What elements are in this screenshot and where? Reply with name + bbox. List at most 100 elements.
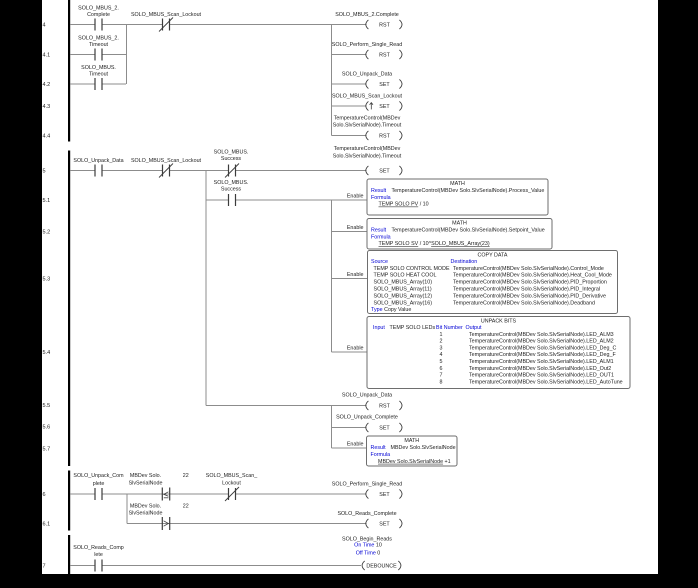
svg-text:5: 5 bbox=[43, 169, 46, 175]
svg-text:SOLO_Unpack_Data: SOLO_Unpack_Data bbox=[342, 393, 392, 399]
svg-text:3: 3 bbox=[440, 345, 443, 351]
svg-text:SOLO_MBUS_Scan_: SOLO_MBUS_Scan_ bbox=[206, 473, 258, 479]
svg-text:lete: lete bbox=[94, 552, 103, 558]
svg-text:TemperatureControl(MBDev Solo.: TemperatureControl(MBDev Solo.SlvSerialN… bbox=[469, 339, 614, 345]
svg-text:Destination: Destination bbox=[451, 259, 478, 265]
svg-text:Result: Result bbox=[371, 228, 387, 234]
svg-text:TEMP SOLO PV / 10: TEMP SOLO PV / 10 bbox=[379, 202, 429, 208]
svg-text:SOLO_Perform_Single_Read: SOLO_Perform_Single_Read bbox=[332, 42, 402, 48]
svg-text:22: 22 bbox=[183, 504, 189, 510]
svg-text:RST: RST bbox=[379, 133, 390, 139]
svg-text:4: 4 bbox=[43, 23, 46, 29]
svg-text:Enable: Enable bbox=[347, 194, 364, 200]
svg-text:1: 1 bbox=[440, 332, 443, 338]
svg-text:TemperatureControl(MBDev Solo.: TemperatureControl(MBDev Solo.SlvSerialN… bbox=[392, 188, 545, 194]
svg-text:TemperatureControl(MBDev: TemperatureControl(MBDev bbox=[334, 116, 401, 122]
svg-text:4: 4 bbox=[440, 352, 443, 358]
svg-text:SOLO_Perform_Single_Read: SOLO_Perform_Single_Read bbox=[332, 482, 402, 488]
svg-text:5.7: 5.7 bbox=[43, 447, 51, 453]
svg-text:TemperatureControl(MBDev: TemperatureControl(MBDev bbox=[334, 146, 401, 152]
svg-text:TemperatureControl(MBDev Solo.: TemperatureControl(MBDev Solo.SlvSerialN… bbox=[453, 280, 607, 286]
svg-text:SOLO_MBUS_2.: SOLO_MBUS_2. bbox=[78, 36, 119, 42]
svg-text:6: 6 bbox=[43, 492, 46, 498]
svg-text:TemperatureControl(MBDev Solo.: TemperatureControl(MBDev Solo.SlvSerialN… bbox=[453, 273, 612, 279]
svg-text:SET: SET bbox=[379, 425, 390, 431]
svg-text:MBDev Solo.: MBDev Solo. bbox=[130, 504, 161, 510]
svg-text:MATH: MATH bbox=[404, 438, 419, 444]
svg-text:6.1: 6.1 bbox=[43, 522, 51, 528]
svg-text:SOLO_MBUS_Array(16): SOLO_MBUS_Array(16) bbox=[374, 300, 433, 306]
svg-text:22: 22 bbox=[183, 473, 189, 479]
svg-text:RST: RST bbox=[379, 52, 390, 58]
svg-text:TemperatureControl(MBDev Solo.: TemperatureControl(MBDev Solo.SlvSerialN… bbox=[453, 287, 600, 293]
svg-text:TemperatureControl(MBDev Solo.: TemperatureControl(MBDev Solo.SlvSerialN… bbox=[469, 373, 614, 379]
svg-text:TEMP SOLO CONTROL MODE: TEMP SOLO CONTROL MODE bbox=[374, 266, 450, 272]
svg-text:SOLO_MBUS.: SOLO_MBUS. bbox=[81, 65, 116, 71]
svg-text:MBDev Solo.SlvSerialNode: MBDev Solo.SlvSerialNode bbox=[391, 445, 456, 451]
svg-text:5.5: 5.5 bbox=[43, 403, 51, 409]
svg-text:2: 2 bbox=[440, 339, 443, 345]
svg-text:4.1: 4.1 bbox=[43, 53, 51, 59]
svg-text:TemperatureControl(MBDev Solo.: TemperatureControl(MBDev Solo.SlvSerialN… bbox=[469, 332, 614, 338]
svg-text:TEMP SOLO SV / 10^SOLO_MBUS_Ar: TEMP SOLO SV / 10^SOLO_MBUS_Array(23) bbox=[379, 241, 490, 247]
svg-text:Lockout: Lockout bbox=[222, 481, 241, 487]
svg-text:TemperatureControl(MBDev Solo.: TemperatureControl(MBDev Solo.SlvSerialN… bbox=[469, 379, 623, 385]
svg-text:SET: SET bbox=[379, 168, 390, 174]
svg-text:SOLO_MBUS_Scan_Lockout: SOLO_MBUS_Scan_Lockout bbox=[131, 12, 202, 18]
svg-text:SOLO_MBUS_Scan_Lockout: SOLO_MBUS_Scan_Lockout bbox=[131, 158, 202, 164]
svg-text:Output: Output bbox=[466, 325, 483, 331]
svg-text:SOLO_MBUS_Array(10): SOLO_MBUS_Array(10) bbox=[374, 280, 433, 286]
svg-text:6: 6 bbox=[440, 366, 443, 372]
svg-text:4.3: 4.3 bbox=[43, 104, 51, 110]
svg-text:5.1: 5.1 bbox=[43, 198, 51, 204]
svg-text:Success: Success bbox=[221, 187, 242, 193]
svg-text:Off Time 0: Off Time 0 bbox=[356, 551, 381, 557]
svg-text:5.2: 5.2 bbox=[43, 230, 51, 236]
svg-text:SOLO_MBUS_2.Complete: SOLO_MBUS_2.Complete bbox=[335, 12, 399, 18]
svg-text:TemperatureControl(MBDev Solo.: TemperatureControl(MBDev Solo.SlvSerialN… bbox=[469, 345, 616, 351]
svg-text:SOLO_MBUS_Array(12): SOLO_MBUS_Array(12) bbox=[374, 293, 433, 299]
svg-text:SOLO_Begin_Reads: SOLO_Begin_Reads bbox=[342, 537, 392, 543]
svg-text:7: 7 bbox=[440, 373, 443, 379]
svg-text:On Time 10: On Time 10 bbox=[354, 543, 382, 549]
svg-text:Formula: Formula bbox=[371, 234, 391, 240]
svg-text:TemperatureControl(MBDev Solo.: TemperatureControl(MBDev Solo.SlvSerialN… bbox=[453, 293, 606, 299]
svg-text:MATH: MATH bbox=[450, 181, 465, 187]
svg-text:Enable: Enable bbox=[347, 346, 364, 352]
svg-text:Formula: Formula bbox=[371, 452, 391, 458]
svg-text:SOLO_Unpack_Com: SOLO_Unpack_Com bbox=[73, 473, 124, 479]
svg-text:TEMP SOLO HEAT COOL: TEMP SOLO HEAT COOL bbox=[374, 273, 437, 279]
svg-text:SOLO_MBUS.: SOLO_MBUS. bbox=[214, 180, 249, 186]
svg-text:TemperatureControl(MBDev Solo.: TemperatureControl(MBDev Solo.SlvSerialN… bbox=[453, 300, 595, 306]
svg-text:SOLO_MBUS.: SOLO_MBUS. bbox=[214, 150, 249, 156]
svg-text:SET: SET bbox=[379, 104, 390, 110]
svg-text:TemperatureControl(MBDev Solo.: TemperatureControl(MBDev Solo.SlvSerialN… bbox=[469, 352, 616, 358]
svg-text:4.2: 4.2 bbox=[43, 82, 51, 88]
svg-text:DEBOUNCE: DEBOUNCE bbox=[366, 563, 397, 569]
svg-text:Complete: Complete bbox=[87, 12, 110, 18]
svg-text:RST: RST bbox=[379, 403, 390, 409]
svg-text:SlvSerialNode: SlvSerialNode bbox=[129, 511, 163, 517]
svg-text:UNPACK BITS: UNPACK BITS bbox=[481, 319, 517, 325]
svg-text:RST: RST bbox=[379, 22, 390, 28]
svg-text:TemperatureControl(MBDev Solo.: TemperatureControl(MBDev Solo.SlvSerialN… bbox=[392, 228, 545, 234]
svg-text:7: 7 bbox=[43, 564, 46, 570]
svg-text:5.6: 5.6 bbox=[43, 425, 51, 431]
svg-text:Solo.SlvSerialNode).Timeout: Solo.SlvSerialNode).Timeout bbox=[333, 154, 402, 160]
svg-text:SlvSerialNode: SlvSerialNode bbox=[129, 481, 163, 487]
svg-text:SOLO_MBUS_Scan_Lockout: SOLO_MBUS_Scan_Lockout bbox=[332, 94, 403, 100]
svg-text:SET: SET bbox=[379, 521, 390, 527]
svg-text:SET: SET bbox=[379, 82, 390, 88]
svg-text:TEMP SOLO LEDs: TEMP SOLO LEDs bbox=[390, 325, 436, 331]
svg-text:Type Copy Value: Type Copy Value bbox=[371, 307, 411, 313]
svg-text:Timeout: Timeout bbox=[89, 42, 109, 48]
svg-text:MBDev Solo.SlvSerialNode +1: MBDev Solo.SlvSerialNode +1 bbox=[378, 459, 451, 465]
svg-text:Enable: Enable bbox=[347, 442, 364, 448]
svg-text:SOLO_Reads_Comp: SOLO_Reads_Comp bbox=[73, 545, 124, 551]
svg-text:8: 8 bbox=[440, 379, 443, 385]
svg-text:TemperatureControl(MBDev Solo.: TemperatureControl(MBDev Solo.SlvSerialN… bbox=[453, 266, 604, 272]
svg-text:plete: plete bbox=[93, 481, 105, 487]
svg-text:Solo.SlvSerialNode).Timeout: Solo.SlvSerialNode).Timeout bbox=[333, 123, 402, 129]
svg-text:Result: Result bbox=[371, 188, 387, 194]
svg-text:Formula: Formula bbox=[371, 195, 391, 201]
